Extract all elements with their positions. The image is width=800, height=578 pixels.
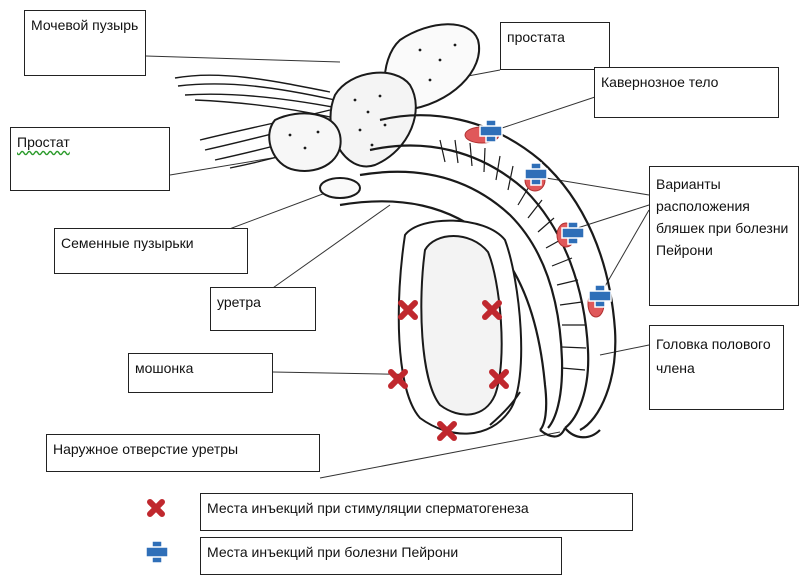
label-prostat-left: Простат xyxy=(10,127,170,191)
label-peyronie-plaques: Варианты расположения бляшек при болезни… xyxy=(649,166,799,306)
legend-peyronie: Места инъекций при болезни Пейрони xyxy=(200,537,562,575)
label-cavernous-body: Кавернозное тело xyxy=(594,67,779,118)
label-scrotum: мошонка xyxy=(128,353,273,393)
label-prostat-text: Простат xyxy=(17,134,70,150)
blue-plus-icon xyxy=(145,540,169,564)
red-x-icon xyxy=(146,498,166,518)
label-bladder: Мочевой пузырь xyxy=(24,10,146,76)
scrotum-shape xyxy=(399,221,521,434)
label-urethral-meatus: Наружное отверстие уретры xyxy=(46,434,320,472)
label-prostate-top: простата xyxy=(500,22,610,70)
label-seminal-vesicles: Семенные пузырьки xyxy=(54,228,248,274)
label-urethra: уретра xyxy=(210,287,316,331)
legend-spermatogenesis: Места инъекций при стимуляции сперматоге… xyxy=(200,493,633,531)
label-glans: Головка полового члена xyxy=(649,325,784,410)
